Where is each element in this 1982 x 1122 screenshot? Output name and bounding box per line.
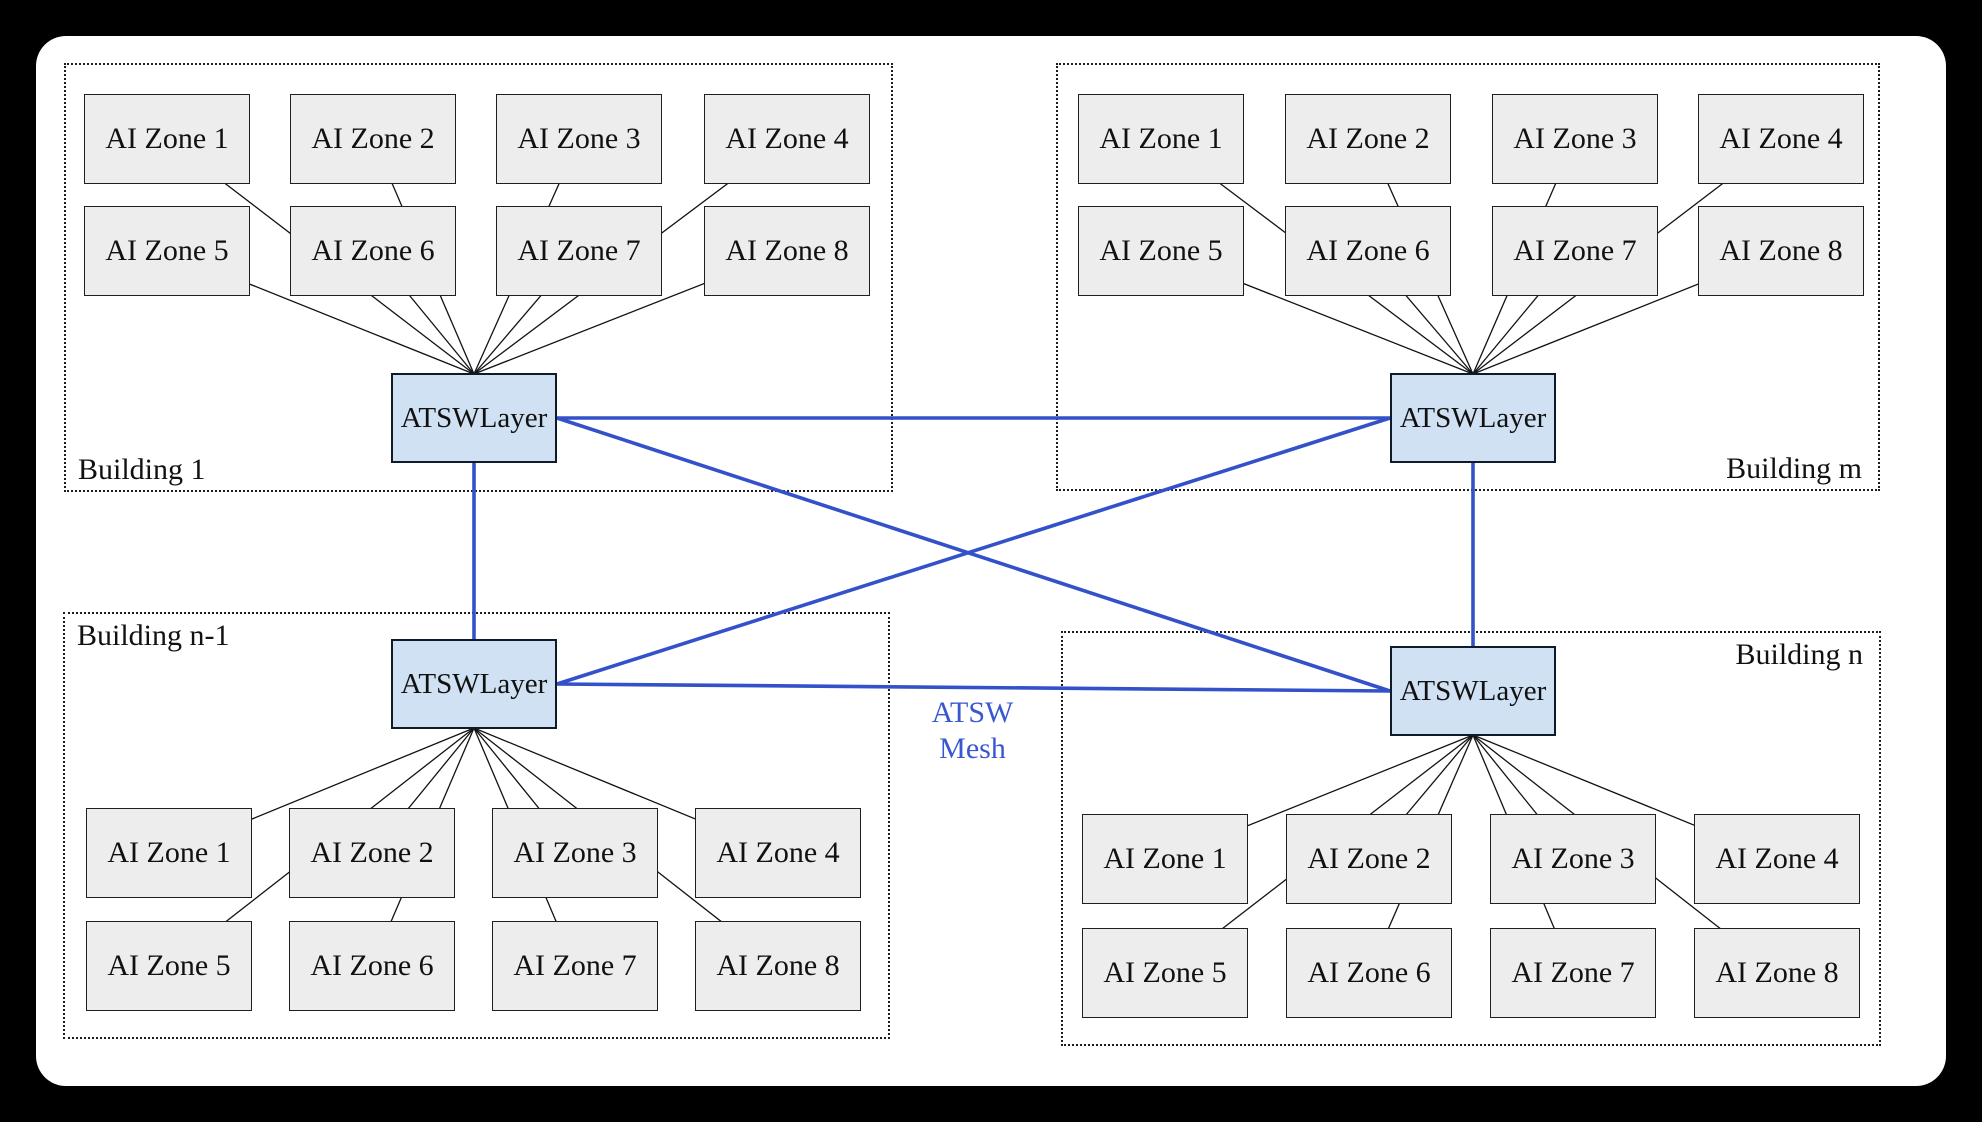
building-n-label: Building n — [1735, 638, 1863, 671]
mesh-link-line — [556, 416, 1391, 693]
zone-box-2: AI Zone 2 — [1286, 814, 1452, 904]
mesh-link-line — [556, 682, 1391, 693]
zone-box-3: AI Zone 3 — [1490, 814, 1656, 904]
zone-box-5: AI Zone 5 — [1078, 206, 1244, 296]
zone-box-7: AI Zone 7 — [1490, 928, 1656, 1018]
mesh-link-line — [556, 416, 1391, 686]
building-m-box: Building m — [1056, 63, 1880, 491]
zone-box-2: AI Zone 2 — [1285, 94, 1451, 184]
zone-box-4: AI Zone 4 — [695, 808, 861, 898]
zone-box-6: AI Zone 6 — [1285, 206, 1451, 296]
zone-box-4: AI Zone 4 — [1694, 814, 1860, 904]
zone-box-1: AI Zone 1 — [1082, 814, 1248, 904]
zone-box-1: AI Zone 1 — [1078, 94, 1244, 184]
building-n-1-box: Building n-1 — [63, 612, 890, 1039]
zone-box-6: AI Zone 6 — [1286, 928, 1452, 1018]
zone-box-2: AI Zone 2 — [290, 94, 456, 184]
zone-box-6: AI Zone 6 — [290, 206, 456, 296]
zone-box-7: AI Zone 7 — [496, 206, 662, 296]
zone-box-4: AI Zone 4 — [704, 94, 870, 184]
zone-box-5: AI Zone 5 — [86, 921, 252, 1011]
building-m-label: Building m — [1726, 452, 1862, 485]
zone-box-2: AI Zone 2 — [289, 808, 455, 898]
building-n-1-label: Building n-1 — [77, 619, 230, 652]
zone-box-8: AI Zone 8 — [695, 921, 861, 1011]
zone-box-6: AI Zone 6 — [289, 921, 455, 1011]
zone-box-7: AI Zone 7 — [492, 921, 658, 1011]
zone-box-3: AI Zone 3 — [1492, 94, 1658, 184]
zone-box-3: AI Zone 3 — [492, 808, 658, 898]
zone-box-7: AI Zone 7 — [1492, 206, 1658, 296]
zone-box-5: AI Zone 5 — [84, 206, 250, 296]
building-1-label: Building 1 — [78, 453, 206, 486]
atsw-mesh-label-line2: Mesh — [939, 732, 1006, 765]
zone-box-1: AI Zone 1 — [84, 94, 250, 184]
zone-box-8: AI Zone 8 — [1698, 206, 1864, 296]
zone-box-1: AI Zone 1 — [86, 808, 252, 898]
building-n-box: Building n — [1061, 631, 1881, 1046]
atsw-mesh-label: ATSW Mesh — [890, 695, 1055, 767]
atsw-mesh-label-line1: ATSW — [931, 696, 1014, 729]
zone-box-8: AI Zone 8 — [1694, 928, 1860, 1018]
zone-box-8: AI Zone 8 — [704, 206, 870, 296]
zone-box-3: AI Zone 3 — [496, 94, 662, 184]
building-1-box: Building 1 — [64, 63, 893, 492]
zone-box-5: AI Zone 5 — [1082, 928, 1248, 1018]
zone-box-4: AI Zone 4 — [1698, 94, 1864, 184]
